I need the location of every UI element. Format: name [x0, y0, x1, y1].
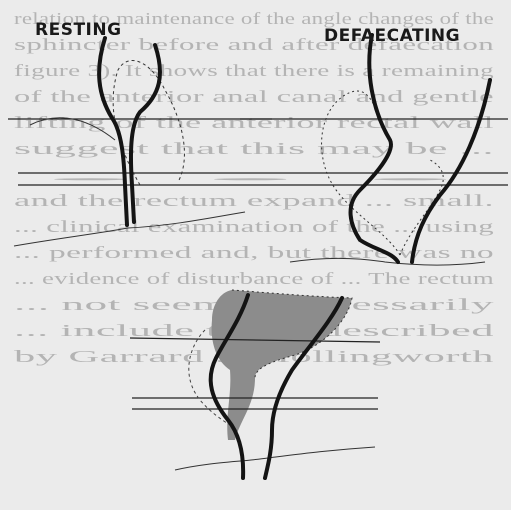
- show-through-text-line: ... performed and, but there was no: [14, 243, 494, 262]
- defaecating-label: DEFAECATING: [324, 26, 460, 46]
- lower-skin-line: [175, 447, 375, 470]
- show-through-text-line: ... evidence of disturbance of ... The r…: [14, 269, 494, 288]
- show-through-text-line: figure 3). It shows that there is a rema…: [14, 61, 494, 80]
- show-through-text-line: of the anterior anal canal and gentle: [14, 87, 494, 106]
- lower-diagram: [130, 290, 380, 478]
- resting-label: RESTING: [35, 20, 122, 40]
- show-through-text-line: and the rectum expand ... small.: [14, 191, 494, 210]
- show-through-text-line: ...: [14, 165, 494, 184]
- show-through-text-line: suggest that this may be ...: [14, 139, 494, 158]
